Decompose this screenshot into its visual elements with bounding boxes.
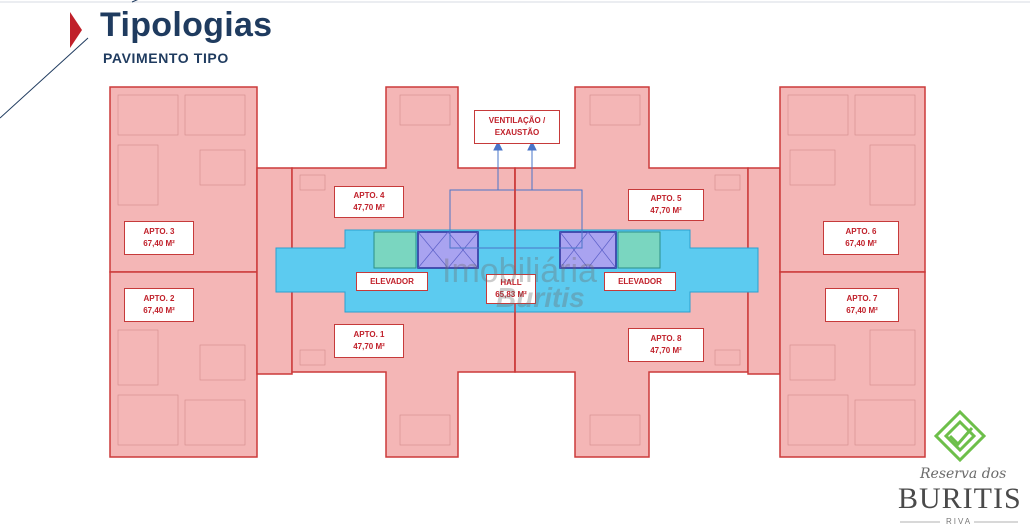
brand-name: BURITIS — [898, 482, 1022, 515]
apartment-area: 67,40 M² — [845, 239, 877, 248]
apartment-name: APTO. 2 — [143, 294, 175, 303]
hall-name: HALL — [500, 278, 522, 287]
apartment-label-apto-5: APTO. 5 47,70 M² — [628, 189, 704, 221]
brand-leaf-icon — [933, 409, 987, 463]
brand-subname: RIVA — [946, 517, 973, 526]
apartment-label-apto-1: APTO. 1 47,70 M² — [334, 324, 404, 358]
hall-label: HALL 65,83 M² — [486, 274, 536, 304]
apartment-label-apto-7: APTO. 7 67,40 M² — [825, 288, 899, 322]
apartment-area: 67,40 M² — [143, 239, 175, 248]
brand-script-text: Reserva dos — [920, 466, 1007, 482]
apartment-name: APTO. 6 — [845, 227, 877, 236]
ventilation-shaft — [449, 189, 583, 249]
apartment-label-apto-6: APTO. 6 67,40 M² — [823, 221, 899, 255]
brand-divider — [900, 521, 1018, 523]
watermark-script-text: Buritis — [496, 282, 585, 313]
apartment-name: APTO. 3 — [143, 227, 175, 236]
apartment-area: 67,40 M² — [143, 306, 175, 315]
ventilation-label: VENTILAÇÃO / EXAUSTÃO — [474, 110, 560, 144]
apartment-label-apto-4: APTO. 4 47,70 M² — [334, 186, 404, 218]
watermark-text: Imobiliária — [442, 252, 597, 290]
elevator-left-shaft — [373, 231, 417, 269]
hall-area: 65,83 M² — [495, 290, 527, 299]
apartment-area: 67,40 M² — [846, 306, 878, 315]
title-arrow-icon — [70, 12, 82, 48]
page-title: Tipologias — [100, 6, 273, 44]
header-decoration — [0, 0, 1030, 119]
elevator-right-text: ELEVADOR — [618, 276, 662, 286]
page-subtitle: PAVIMENTO TIPO — [103, 50, 229, 66]
apartment-label-apto-2: APTO. 2 67,40 M² — [124, 288, 194, 322]
apartment-name: APTO. 5 — [650, 194, 682, 203]
elevator-right-shaft — [617, 231, 661, 269]
elevator-left-text: ELEVADOR — [370, 276, 414, 286]
ventilation-label-line1: VENTILAÇÃO / — [488, 116, 546, 125]
elevator-label-left: ELEVADOR — [356, 272, 428, 291]
apartment-area: 47,70 M² — [650, 206, 682, 215]
apartment-label-apto-8: APTO. 8 47,70 M² — [628, 328, 704, 362]
apartment-name: APTO. 7 — [846, 294, 878, 303]
apartment-name: APTO. 4 — [353, 191, 385, 200]
apartment-area: 47,70 M² — [353, 203, 385, 212]
apartment-area: 47,70 M² — [650, 346, 682, 355]
apartment-area: 47,70 M² — [353, 342, 385, 351]
apartment-label-apto-3: APTO. 3 67,40 M² — [124, 221, 194, 255]
ventilation-label-line2: EXAUSTÃO — [494, 128, 540, 137]
elevator-label-right: ELEVADOR — [604, 272, 676, 291]
apartment-name: APTO. 8 — [650, 334, 682, 343]
apartment-name: APTO. 1 — [353, 330, 385, 339]
